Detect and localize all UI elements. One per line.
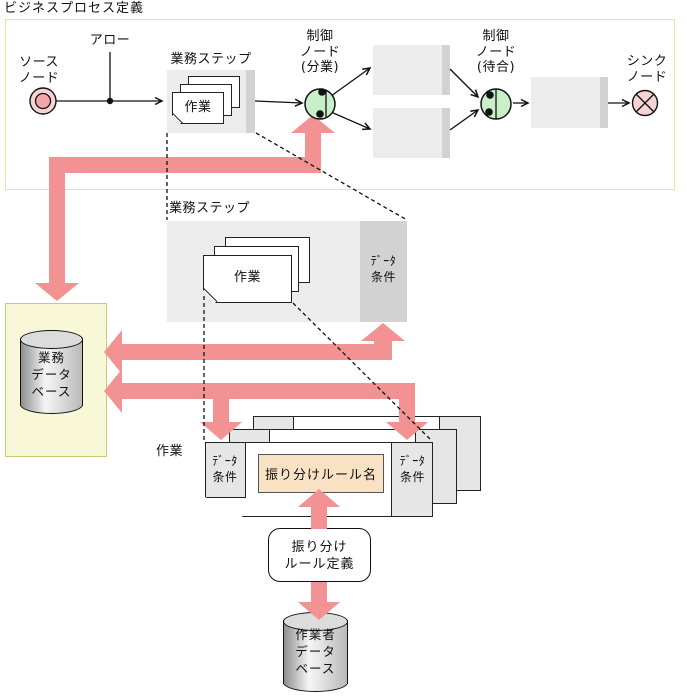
- box-shade: [442, 108, 450, 158]
- step-detail-title: 業務ステップ: [169, 201, 251, 216]
- work-label: 作業: [184, 100, 212, 115]
- arrow-label: アロー: [89, 33, 131, 48]
- rule-name-box: 振り分けルール名: [258, 454, 384, 493]
- worker-db-label: 作業者 データ ベース: [295, 627, 336, 676]
- data-condition-left-label: ﾃﾞｰﾀ 条件: [212, 454, 238, 484]
- business-step-label: 業務ステップ: [170, 52, 252, 67]
- cylinder-body: [20, 338, 83, 406]
- rule-definition-box: 振り分け ルール定義: [268, 528, 371, 582]
- cylinder-top: [20, 330, 83, 349]
- dataflow-arrow-db-datacondition: [104, 323, 405, 374]
- source-node-label: ソース ノード: [18, 55, 60, 86]
- upper-step-box: [373, 45, 450, 95]
- data-condition-label: ﾃﾞｰﾀ 条件: [370, 254, 397, 284]
- control-join-label: 制御 ノード (待合): [475, 29, 517, 75]
- control-split-label: 制御 ノード (分業): [299, 29, 341, 75]
- sink-node-label: シンク ノード: [626, 54, 668, 85]
- box-shade: [246, 70, 255, 133]
- final-step-box: [531, 77, 608, 128]
- work-detail-title: 作業: [156, 444, 184, 459]
- business-db-label: 業務 データ ベース: [31, 350, 72, 399]
- business-database-cylinder: 業務 データ ベース: [20, 330, 83, 414]
- box-shade: [600, 77, 608, 128]
- data-condition-left-strip: [206, 443, 246, 498]
- box-shade: [442, 45, 450, 95]
- step-detail-work-label: 作業: [233, 270, 261, 285]
- data-condition-right-strip: [391, 443, 432, 516]
- diagram-title: ビジネスプロセス定義: [4, 1, 145, 16]
- data-condition-right-label: ﾃﾞｰﾀ 条件: [399, 454, 426, 484]
- card-fold-line: [205, 498, 245, 517]
- lower-step-box: [373, 108, 450, 158]
- worker-database-cylinder: 作業者 データ ベース: [283, 612, 348, 692]
- rule-name-label: 振り分けルール名: [264, 468, 377, 483]
